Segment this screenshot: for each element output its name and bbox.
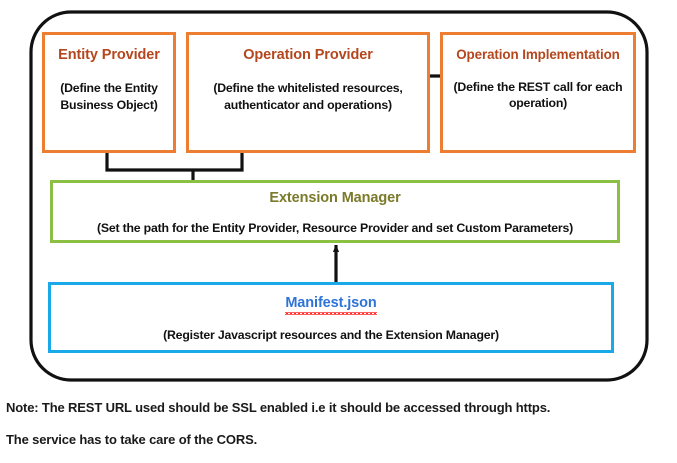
box-entity-provider-subtitle: (Define the Entity Business Object) bbox=[60, 80, 158, 112]
box-operation-provider-subtitle: (Define the whitelisted resources, authe… bbox=[213, 80, 403, 112]
box-manifest-subtitle: (Register Javascript resources and the E… bbox=[163, 327, 499, 342]
box-extension-manager-title: Extension Manager bbox=[269, 190, 401, 206]
box-operation-provider-title: Operation Provider bbox=[243, 47, 373, 63]
box-entity-provider[interactable]: Entity Provider (Define the Entity Busin… bbox=[42, 32, 176, 153]
box-operation-implementation[interactable]: Operation Implementation (Define the RES… bbox=[440, 32, 636, 153]
box-manifest[interactable]: Manifest.json (Register Javascript resou… bbox=[48, 282, 614, 353]
note-line-ssl: Note: The REST URL used should be SSL en… bbox=[6, 400, 551, 415]
manifest-title-text: Manifest.json bbox=[285, 295, 378, 315]
box-manifest-title: Manifest.json bbox=[285, 295, 378, 315]
box-extension-manager[interactable]: Extension Manager (Set the path for the … bbox=[50, 180, 620, 243]
box-operation-implementation-title: Operation Implementation bbox=[456, 47, 620, 62]
box-entity-provider-title: Entity Provider bbox=[58, 47, 160, 63]
box-operation-implementation-subtitle: (Define the REST call for each operation… bbox=[453, 79, 623, 111]
note-line-cors: The service has to take care of the CORS… bbox=[6, 432, 258, 447]
box-operation-provider[interactable]: Operation Provider (Define the whitelist… bbox=[186, 32, 430, 153]
box-extension-manager-subtitle: (Set the path for the Entity Provider, R… bbox=[96, 220, 574, 235]
